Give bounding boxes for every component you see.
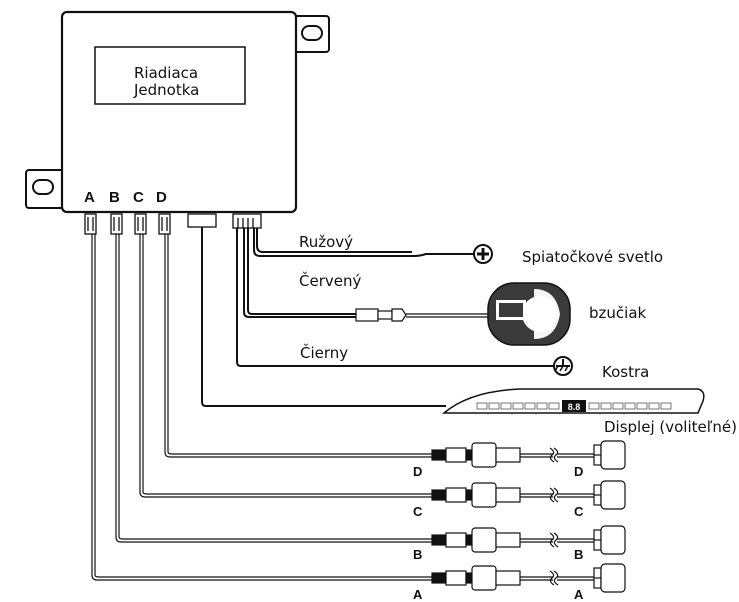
port-label-b: B [109, 189, 120, 206]
sensor-label-right-c: C [574, 504, 584, 519]
port-label-a: A [84, 189, 95, 206]
power-wires [236, 228, 555, 367]
sensor-label-right-d: D [574, 464, 584, 479]
ground-terminal [553, 356, 573, 376]
wire-label-pink: Ružový [299, 233, 354, 251]
control-unit-box [60, 10, 298, 214]
sensor-label-right-a: A [574, 587, 584, 602]
buzzer-label: bzučiak [589, 304, 647, 322]
port-connectors [84, 213, 262, 235]
port-label-d: D [156, 189, 167, 206]
sensor-harness-d [431, 440, 626, 470]
sensor-label-left-c: C [413, 504, 423, 519]
sensor-cables [91, 234, 432, 581]
control-unit-label-line2: Jednotka [134, 81, 200, 99]
reverse-light-label: Spiatočkové svetlo [522, 248, 664, 266]
control-unit-label-frame [94, 46, 246, 105]
sensor-label-left-a: A [413, 587, 423, 602]
sensor-label-left-d: D [413, 464, 423, 479]
reverse-light-terminal [473, 244, 493, 264]
mounting-ear-top-right [293, 15, 330, 53]
wire-label-red: Červený [299, 272, 362, 290]
sensor-label-right-b: B [574, 547, 584, 562]
display-cable [201, 227, 446, 407]
display-label: Displej (voliteľné) [604, 418, 737, 436]
port-label-c: C [133, 189, 144, 206]
wire-label-black: Čierny [300, 344, 349, 362]
display-unit [441, 388, 705, 414]
sensor-harness-b [431, 525, 626, 555]
sensor-label-left-b: B [413, 547, 423, 562]
display-readout: 8.8 [568, 402, 581, 412]
sensor-harness-c [431, 480, 626, 510]
mounting-ear-left [25, 169, 65, 209]
buzzer [487, 282, 571, 346]
control-unit-label-line1: Riadiaca [134, 64, 199, 82]
sensor-harness-a [431, 563, 626, 593]
buzzer-connector [355, 308, 488, 322]
ground-label: Kostra [602, 363, 650, 381]
